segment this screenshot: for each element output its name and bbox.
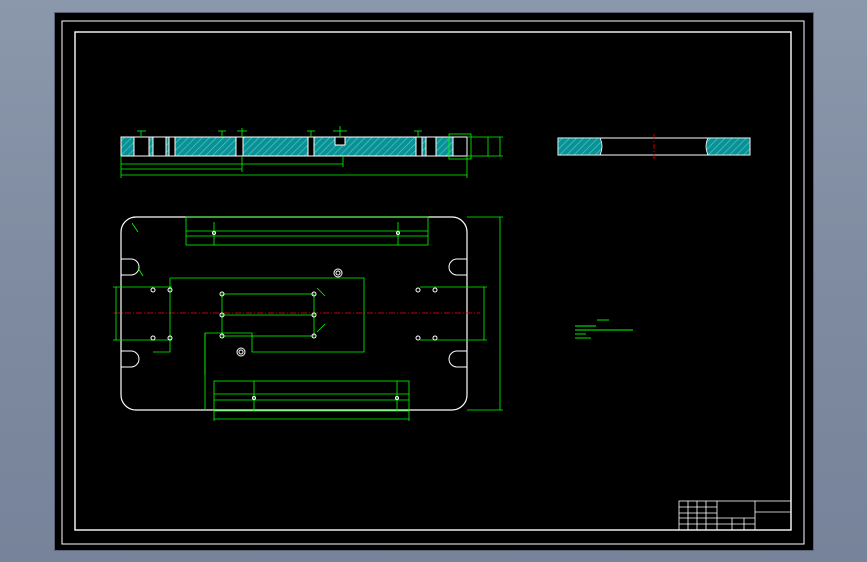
section-hatch [121,137,467,156]
cad-drawing-canvas [61,20,805,545]
section-dimensions [120,133,503,178]
section-hole-gaps [134,137,467,156]
u-slots [121,258,467,368]
plan-holes [150,231,438,400]
plan-geometry [113,216,503,421]
drawing-frame [61,20,805,545]
cad-viewport[interactable] [55,13,813,550]
side-section-view [557,134,751,159]
title-block [678,500,792,531]
thread-markers [137,126,422,137]
plan-view [113,216,503,421]
technical-notes [575,319,633,339]
section-elevation-view [120,126,503,178]
